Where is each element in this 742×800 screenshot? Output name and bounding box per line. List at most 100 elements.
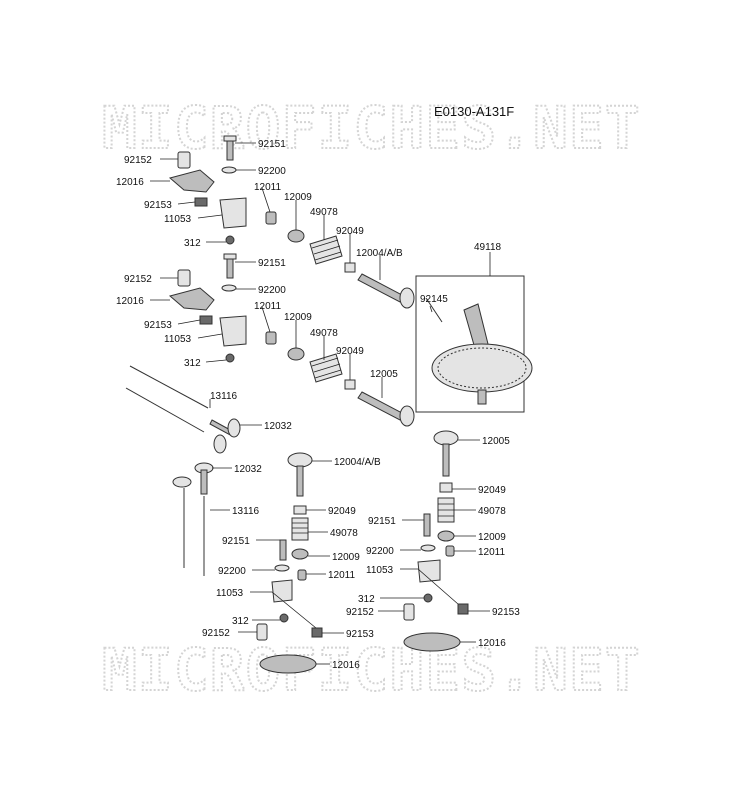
nut-312-r (423, 593, 433, 603)
pivot-12011-l (297, 569, 307, 581)
valve-head-12004-l (287, 452, 313, 468)
watermark-top: MICROFICHES.NET (102, 94, 641, 162)
valve-stem-12005-r (442, 443, 450, 477)
nut-92153-mid (199, 315, 213, 325)
label-312-top: 312 (184, 238, 201, 249)
label-12009-l: 12009 (332, 552, 360, 563)
retainer-92049-r (439, 482, 453, 493)
label-92049-l: 92049 (328, 506, 356, 517)
bolt-92151-l (279, 539, 287, 561)
washer-92200-top (221, 166, 237, 174)
retainer-92049-l (293, 505, 307, 515)
cam-gear-teeth (437, 347, 527, 389)
label-92151-mid: 92151 (258, 258, 286, 269)
rocker-assembly-upper (168, 135, 415, 309)
bolt-92151-r (423, 513, 431, 537)
label-92049-mid: 92049 (336, 346, 364, 357)
label-12032-b: 12032 (234, 464, 262, 475)
seal-12009-top (287, 229, 305, 243)
label-92153-mid: 92153 (144, 320, 172, 331)
camshaft-assembly (415, 275, 533, 413)
nut-92153-top (194, 197, 208, 207)
rocker-assembly-middle (168, 253, 415, 427)
label-92049-r: 92049 (478, 485, 506, 496)
rocker-arm-12016-mid (168, 287, 215, 311)
label-12016-top: 12016 (116, 177, 144, 188)
nut-92153-l (311, 627, 323, 638)
cap-92152-mid (177, 269, 191, 287)
label-12011-top: 12011 (254, 182, 282, 193)
label-12009-mid: 12009 (284, 312, 312, 323)
valve-head-12004-top (399, 287, 415, 309)
cam-gear (431, 343, 533, 393)
bolt-head-92151-top (223, 135, 237, 142)
label-312-l: 312 (232, 616, 249, 627)
cam-shaft-end (477, 389, 487, 405)
nut-92153-r (457, 603, 469, 615)
label-12011-mid: 12011 (254, 301, 282, 312)
pivot-12011-top (265, 211, 277, 225)
spring-49078-l (291, 517, 309, 541)
label-92152-top: 92152 (124, 155, 152, 166)
label-49078-mid: 49078 (310, 328, 338, 339)
bolt-head-92151-mid (223, 253, 237, 260)
label-12016-mid: 12016 (116, 296, 144, 307)
spring-coils-r (438, 503, 454, 517)
label-12011-l: 12011 (328, 570, 356, 581)
label-92200-r: 92200 (366, 546, 394, 557)
label-12005-r: 12005 (482, 436, 510, 447)
label-49118: 49118 (474, 242, 502, 253)
label-92145: 92145 (420, 294, 448, 305)
pivot-12011-r (445, 545, 455, 557)
label-312-mid: 312 (184, 358, 201, 369)
nut-312-mid (225, 353, 235, 363)
washer-92200-r (420, 544, 436, 552)
label-92151-l: 92151 (222, 536, 250, 547)
diagram-code: E0130-A131F (434, 104, 514, 119)
label-92152-r: 92152 (346, 607, 374, 618)
rocker-arm-12016-top (168, 169, 215, 193)
tappet-stem-12032-b (200, 469, 208, 495)
valve-stem-12005-mid (357, 391, 405, 421)
retainer-92049-mid (344, 379, 356, 390)
tappet-head-13116-b (172, 476, 192, 488)
label-12011-r: 12011 (478, 547, 506, 558)
washer-92200-mid (221, 284, 237, 292)
leader-lines (150, 142, 491, 665)
camshaft-box (415, 275, 525, 413)
label-13116-b: 13116 (232, 506, 260, 517)
label-49078-top: 49078 (310, 207, 338, 218)
label-12016-l: 12016 (332, 660, 360, 671)
tappet-head-12032-a1 (227, 418, 241, 438)
label-92151-r: 92151 (368, 516, 396, 527)
cap-92152-r (403, 603, 415, 621)
valve-head-12005-mid (399, 405, 415, 427)
watermark-bottom: MICROFICHES.NET (102, 636, 641, 704)
nut-312-l (279, 613, 289, 623)
label-92152-mid: 92152 (124, 274, 152, 285)
spring-coils-top (311, 239, 342, 261)
label-92200-top: 92200 (258, 166, 286, 177)
label-12009-r: 12009 (478, 532, 506, 543)
cap-92152-l (256, 623, 268, 641)
bracket-11053-r (417, 559, 441, 583)
spring-coils-l (292, 522, 308, 534)
seal-12009-r (437, 530, 455, 542)
pivot-12011-mid (265, 331, 277, 345)
pushrod-13116-a1 (129, 365, 209, 409)
label-12004-top: 12004/A/B (356, 248, 403, 259)
label-92153-top: 92153 (144, 200, 172, 211)
label-12004-l: 12004/A/B (334, 457, 381, 468)
label-11053-top: 11053 (164, 214, 192, 225)
cap-92152-top (177, 151, 191, 169)
label-12016-r: 12016 (478, 638, 506, 649)
nut-312-top (225, 235, 235, 245)
label-12032-a: 12032 (264, 421, 292, 432)
assembly-lower-right (403, 430, 469, 652)
label-312-r: 312 (358, 594, 375, 605)
label-92200-l: 92200 (218, 566, 246, 577)
label-92153-l: 92153 (346, 629, 374, 640)
retainer-92049-top (344, 262, 356, 273)
bracket-11053-mid (219, 315, 247, 347)
